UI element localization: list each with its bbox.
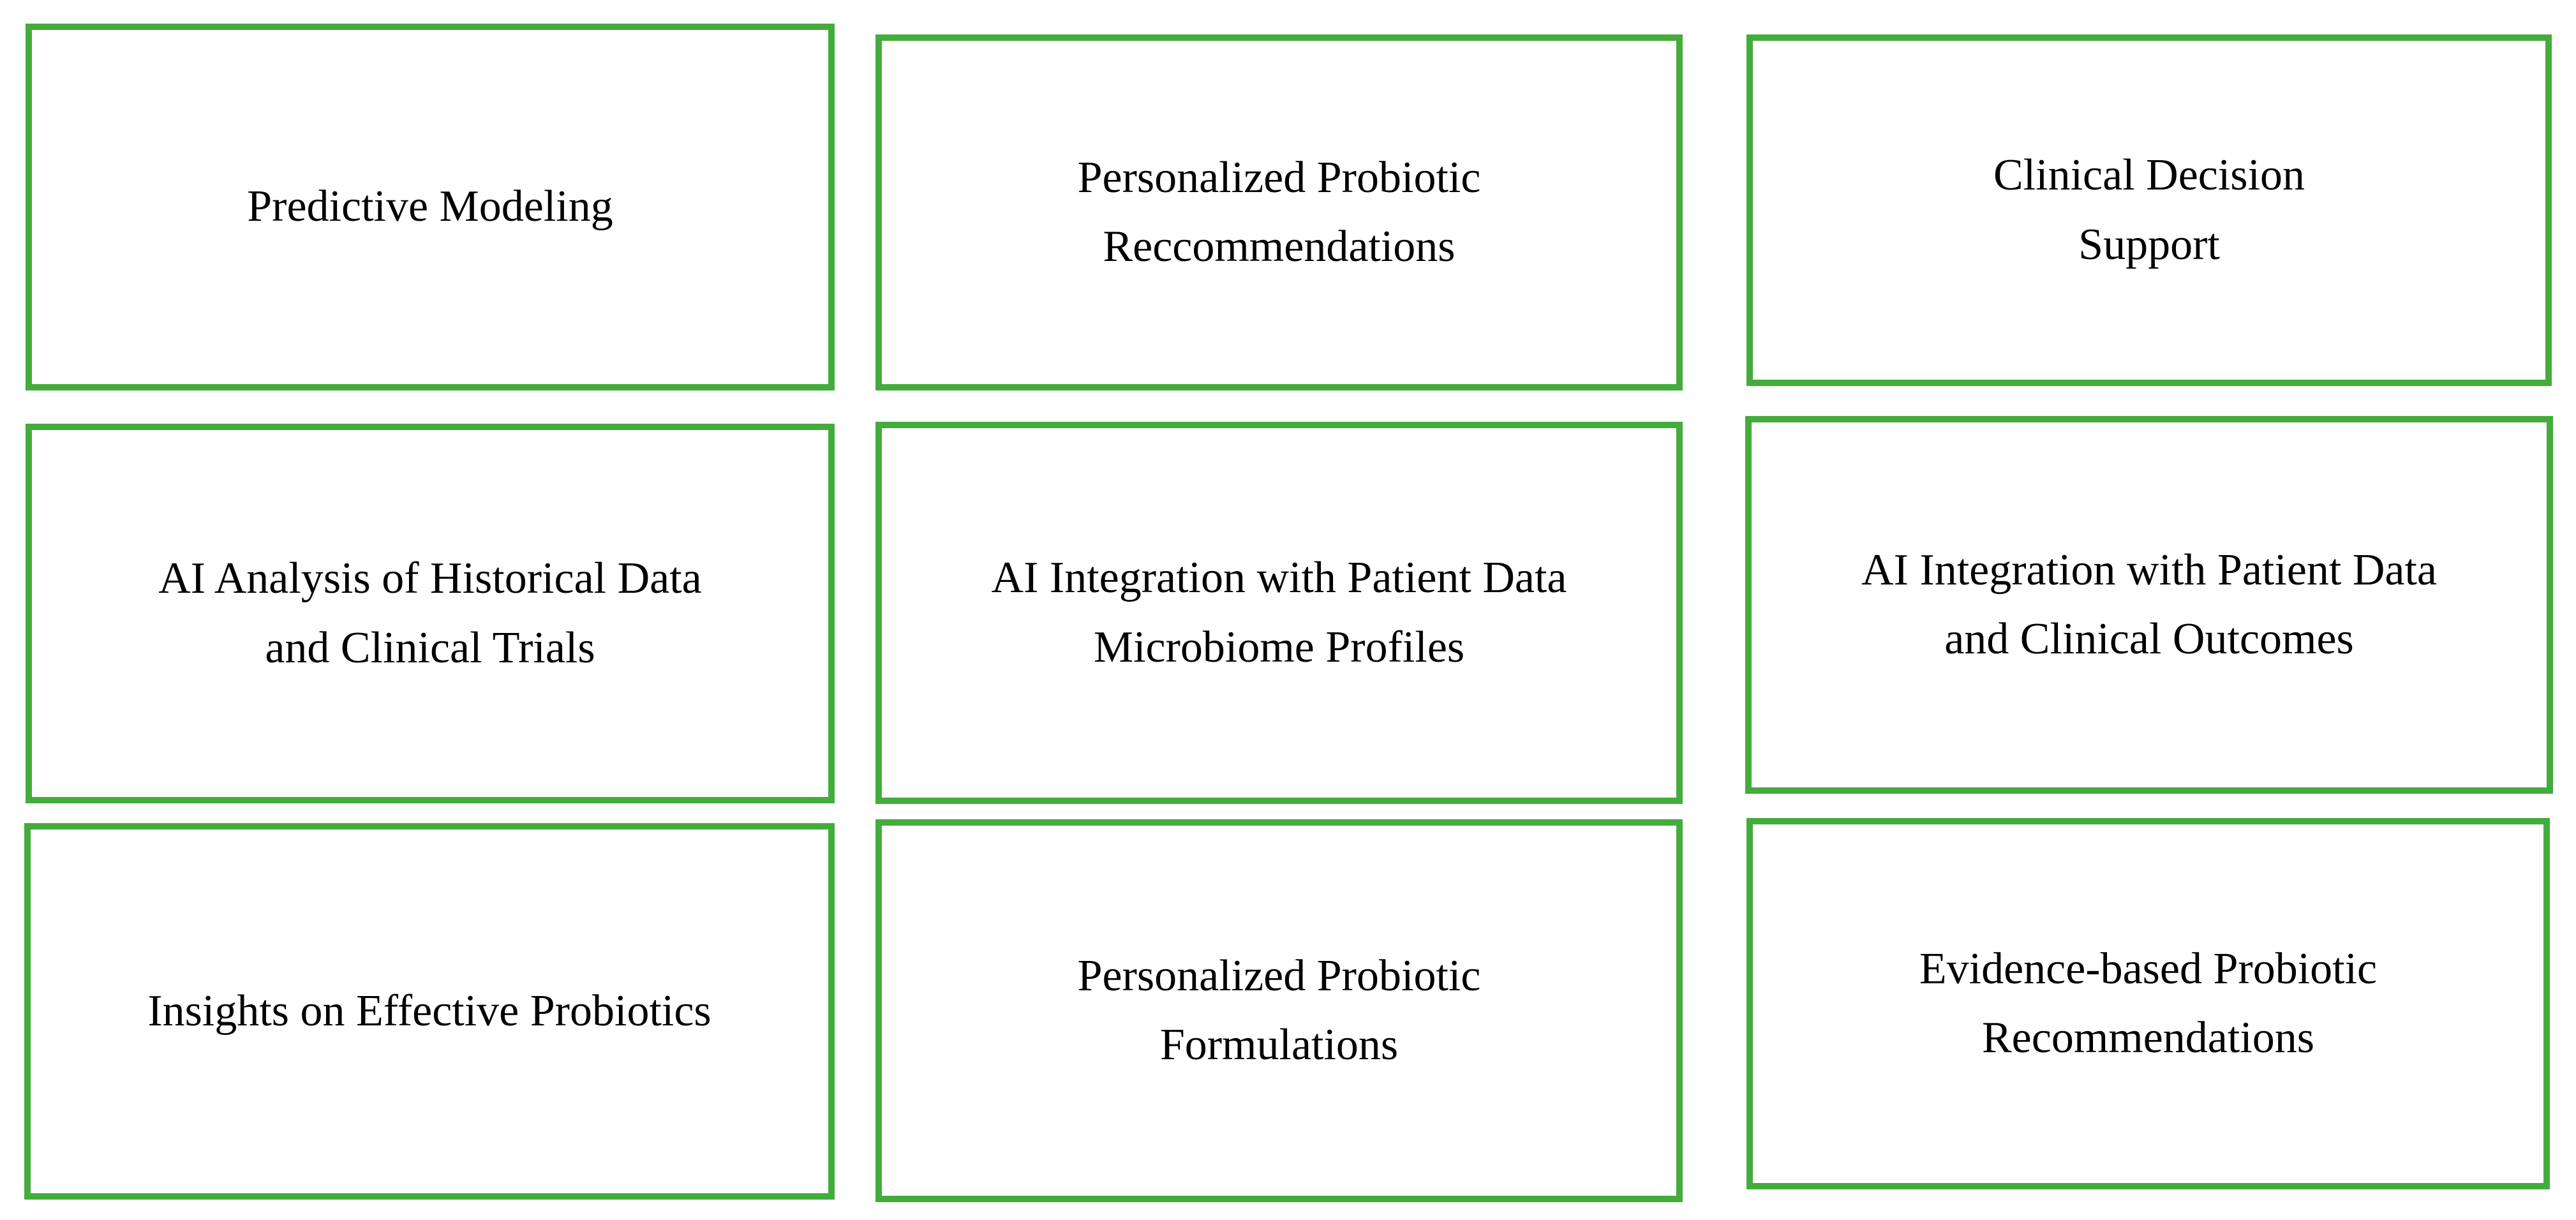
box-clinical-decision-support: Clinical Decision Support <box>1746 34 2552 386</box>
box-ai-analysis-of-historical-data-and-clinical-trials: AI Analysis of Historical Data and Clini… <box>26 424 835 803</box>
box-evidence-based-probiotic-recommendations: Evidence-based Probiotic Recommendations <box>1746 818 2550 1189</box>
box-ai-integration-with-patient-data-microbiome-profiles: AI Integration with Patient Data Microbi… <box>875 422 1683 804</box>
box-insights-on-effective-probiotics: Insights on Effective Probiotics <box>24 823 835 1200</box>
box-label-clinical-decision-support: Clinical Decision Support <box>1993 151 2305 269</box>
box-label-insights-on-effective-probiotics: Insights on Effective Probiotics <box>147 986 711 1036</box>
box-label-personalized-probiotic-formulations: Personalized Probiotic Formulations <box>1077 951 1481 1070</box>
box-label-personalized-probiotic-reccommendations: Personalized Probiotic Reccommendations <box>1077 152 1481 272</box>
box-label-evidence-based-probiotic-recommendations: Evidence-based Probiotic Recommendations <box>1919 944 2378 1063</box>
box-label-predictive-modeling: Predictive Modeling <box>247 182 613 232</box>
box-ai-integration-with-patient-data-and-clinical-outcomes: AI Integration with Patient Data and Cli… <box>1745 416 2553 794</box>
box-label-ai-integration-with-patient-data-microbiome-profiles: AI Integration with Patient Data Microbi… <box>991 553 1567 672</box>
box-label-ai-integration-with-patient-data-and-clinical-outcomes: AI Integration with Patient Data and Cli… <box>1861 545 2437 664</box>
box-label-ai-analysis-of-historical-data-and-clinical-trials: AI Analysis of Historical Data and Clini… <box>158 554 702 673</box>
box-predictive-modeling: Predictive Modeling <box>26 24 835 391</box>
box-personalized-probiotic-reccommendations: Personalized Probiotic Reccommendations <box>875 34 1683 391</box>
box-personalized-probiotic-formulations: Personalized Probiotic Formulations <box>875 819 1683 1202</box>
